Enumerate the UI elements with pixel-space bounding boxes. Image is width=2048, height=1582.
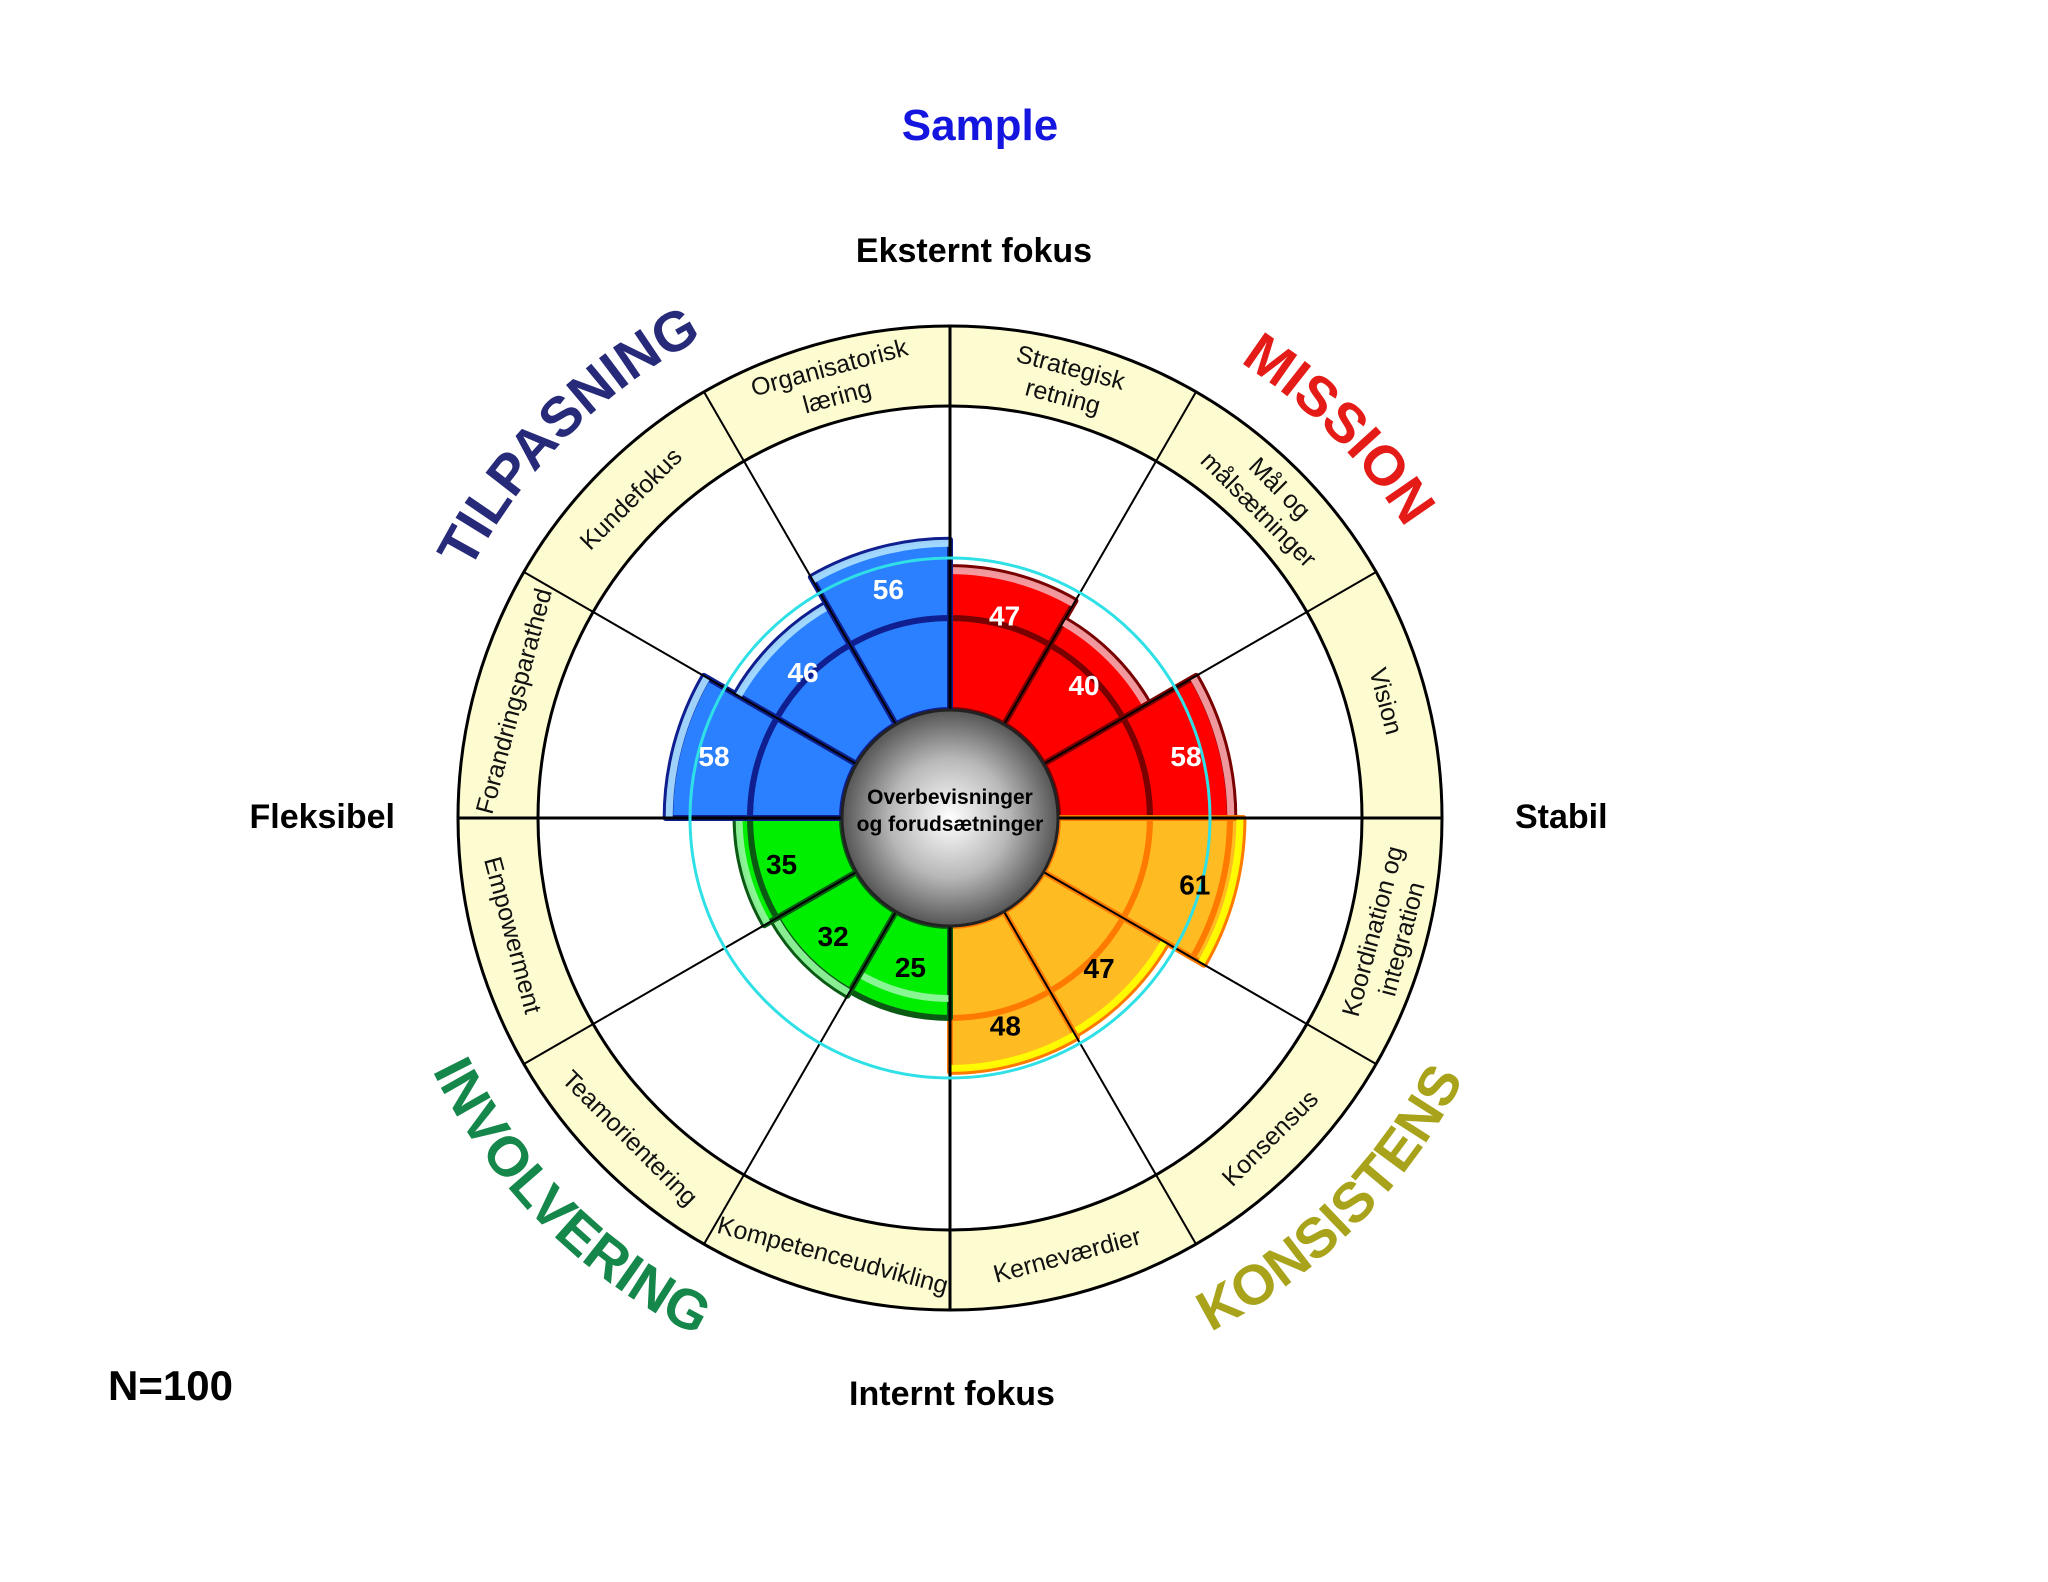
bar-edge-tilpasning-1 [665,675,710,818]
bar-edge-mission-1 [950,567,1076,607]
value-label-konsistens-1: 61 [1179,870,1210,901]
value-label-involvering-1: 25 [895,952,926,983]
bar-edge-konsistens-2 [1071,939,1168,1036]
value-label-konsistens-2: 47 [1084,953,1115,984]
sample-size-label: N=100 [108,1362,233,1409]
bar-edge-tilpasning-2 [735,603,830,698]
bar-edge-mission-3 [1190,675,1235,818]
bar-edge-tilpasning-3 [810,539,950,584]
radial-divider [1043,871,1377,1065]
axis-label-right: Stabil [1515,798,1608,836]
value-labels: 47 40 58 61 47 48 25 32 35 58 46 56 [698,574,1210,1042]
center-label-line2: og forudsætninger [857,813,1044,836]
radial-divider [703,911,897,1245]
chart-title: Sample [902,101,1059,150]
bar-edge-involvering-2 [772,917,851,996]
value-label-tilpasning-2: 46 [787,657,818,688]
value-label-involvering-3: 35 [766,849,797,880]
radial-divider [1043,571,1377,765]
bar-edge-involvering-1 [858,971,950,1002]
radial-divider [1003,391,1197,725]
bar-edge-konsistens-3 [950,1031,1077,1072]
radial-divider [523,871,857,1065]
axis-label-bottom: Internt fokus [849,1375,1055,1413]
center-label-line1: Overbevisninger [867,786,1033,809]
radial-divider [1003,911,1197,1245]
bar-edge-konsistens-1 [1198,818,1244,965]
value-label-mission-1: 47 [989,600,1020,631]
value-label-mission-3: 58 [1170,741,1201,772]
guide-ring [688,556,1212,1080]
value-label-tilpasning-1: 58 [698,741,729,772]
bar-edge-involvering-3 [735,818,771,926]
bar-edge-mission-2 [1061,619,1149,707]
value-label-konsistens-3: 48 [990,1011,1021,1042]
radial-divider [523,571,857,765]
radial-divider [703,391,897,725]
center-disc [840,708,1060,928]
value-label-tilpasning-3: 56 [873,574,904,605]
guide-layer [458,326,1442,1310]
value-label-involvering-2: 32 [818,921,849,952]
value-label-mission-2: 40 [1068,670,1099,701]
axis-label-left: Fleksibel [249,798,395,836]
axis-label-top: Eksternt fokus [856,232,1092,270]
